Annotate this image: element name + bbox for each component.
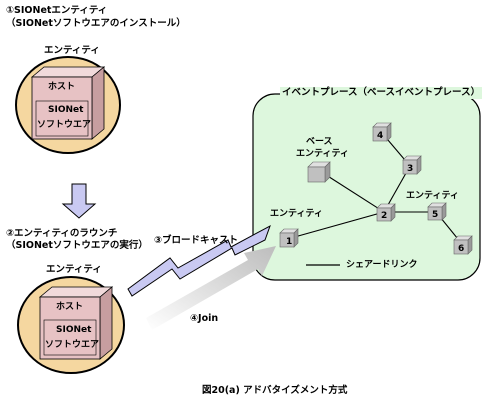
step1-line2: （SIONetソフトウエアのインストール） — [6, 18, 186, 29]
node-1 — [279, 228, 299, 248]
entity-top-title: エンティティ — [44, 45, 100, 56]
node-5-label: 5 — [432, 210, 438, 220]
entity-left-label: エンティティ — [270, 209, 323, 219]
step4-join-label: ④Join — [190, 313, 219, 324]
figure-caption: 図20(a) アドバタイズメント方式 — [202, 385, 348, 396]
node-base-entity — [307, 161, 331, 183]
entity-bottom-host-label: ホスト — [56, 302, 84, 312]
entity-top-sionet-label: SIONet — [48, 105, 84, 115]
entity-right-label: エンティティ — [406, 191, 459, 201]
broadcast-lightning-arrow — [127, 224, 271, 297]
entity-bottom-title: エンティティ — [46, 264, 102, 275]
host-cube-top — [30, 66, 106, 140]
join-arrow — [146, 246, 276, 330]
step2-line2: （SIONetソフトウエアの実行） — [6, 240, 148, 251]
step3-broadcast-label: ③ブロードキャスト — [154, 235, 239, 246]
node-1-label: 1 — [286, 237, 292, 247]
node-2 — [376, 203, 396, 222]
node-5 — [427, 202, 447, 221]
node-6-label: 6 — [458, 244, 464, 254]
entity-bottom-sionet-label: SIONet — [56, 325, 92, 335]
event-place-region — [252, 93, 481, 281]
step1-line1: ①SIONetエンティティ — [6, 5, 108, 16]
event-place-title: イベントプレース（ベースイベントプレース） — [280, 87, 483, 99]
node-4 — [372, 122, 392, 142]
base-entity-label-line1: ベース — [306, 137, 333, 147]
node-3 — [402, 155, 422, 175]
launch-down-arrow — [61, 183, 97, 219]
node-3-label: 3 — [407, 164, 413, 174]
base-entity-label-line2: エンティティ — [296, 149, 349, 159]
entity-top-software-label: ソフトウエア — [37, 120, 92, 130]
shared-link-label: シェアードリンク — [346, 260, 418, 270]
entity-top-host-label: ホスト — [48, 82, 76, 92]
host-cube-bottom — [38, 286, 114, 360]
node-2-label: 2 — [381, 211, 387, 221]
entity-bottom-software-label: ソフトウエア — [45, 340, 100, 350]
node-4-label: 4 — [377, 131, 383, 141]
step2-line1: ②エンティティのラウンチ — [6, 228, 118, 239]
node-6 — [453, 235, 473, 255]
